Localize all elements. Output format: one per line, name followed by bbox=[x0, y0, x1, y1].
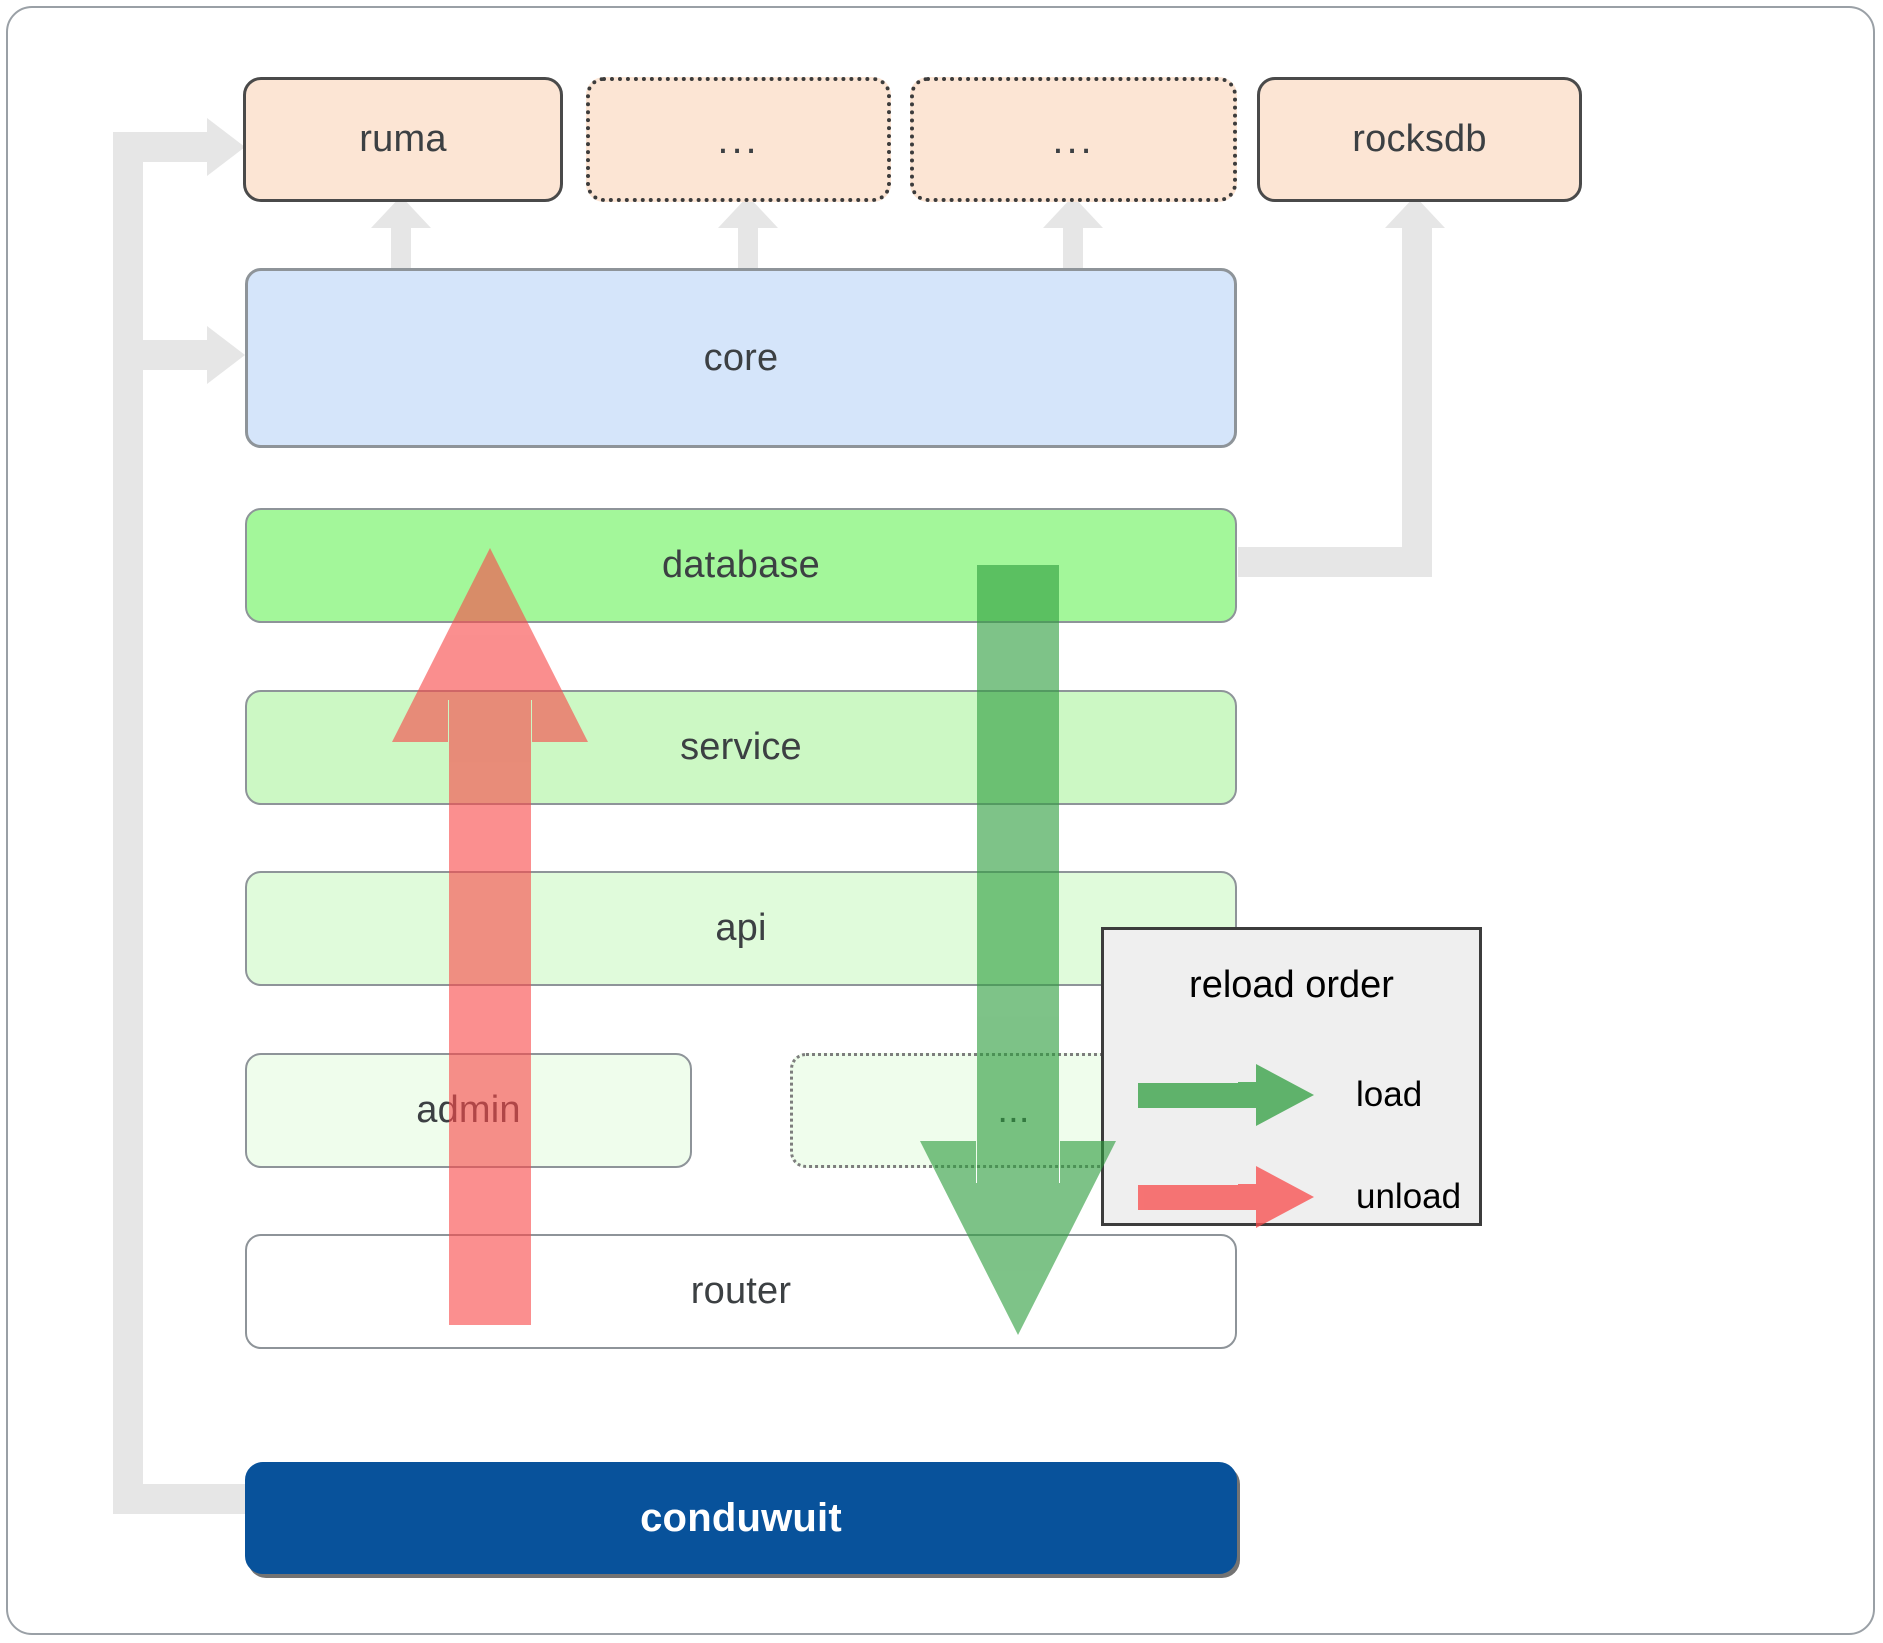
crate-label: core bbox=[703, 336, 779, 379]
ellipsis-label: ... bbox=[1052, 117, 1095, 162]
legend-row-unload: unload bbox=[1104, 1162, 1479, 1232]
ellipsis-label: ... bbox=[997, 1089, 1030, 1131]
crate-box-router[interactable]: router bbox=[245, 1234, 1237, 1349]
crate-box-database[interactable]: database bbox=[245, 508, 1237, 623]
legend-label-unload: unload bbox=[1356, 1177, 1462, 1216]
legend-unload-arrow-icon bbox=[1138, 1166, 1314, 1228]
crate-label: router bbox=[690, 1270, 792, 1312]
dependency-box-rocksdb[interactable]: rocksdb bbox=[1257, 77, 1582, 202]
dependency-box-ellipsis-1[interactable]: ... bbox=[586, 77, 891, 202]
crate-box-core[interactable]: core bbox=[245, 268, 1237, 448]
crate-label: service bbox=[680, 726, 802, 768]
crate-box-api[interactable]: api bbox=[245, 871, 1237, 986]
dependency-box-ruma[interactable]: ruma bbox=[243, 77, 563, 202]
binary-label: conduwuit bbox=[640, 1495, 842, 1540]
dependency-box-ellipsis-2[interactable]: ... bbox=[910, 77, 1237, 202]
crate-label: admin bbox=[416, 1089, 521, 1131]
crate-box-admin[interactable]: admin bbox=[245, 1053, 692, 1168]
crate-box-service[interactable]: service bbox=[245, 690, 1237, 805]
ellipsis-label: ... bbox=[717, 117, 760, 162]
legend-row-load: load bbox=[1104, 1060, 1479, 1130]
dependency-label: ruma bbox=[359, 118, 447, 160]
diagram-frame bbox=[6, 6, 1875, 1635]
binary-box-conduwuit[interactable]: conduwuit bbox=[245, 1462, 1237, 1574]
crate-label: database bbox=[662, 544, 820, 586]
legend-label-load: load bbox=[1356, 1075, 1423, 1114]
legend-title: reload order bbox=[1189, 964, 1394, 1006]
legend-load-arrow-icon bbox=[1138, 1064, 1314, 1126]
dependency-label: rocksdb bbox=[1352, 118, 1487, 160]
crate-label: api bbox=[715, 907, 767, 949]
legend-panel: reload order load unload bbox=[1101, 927, 1482, 1228]
